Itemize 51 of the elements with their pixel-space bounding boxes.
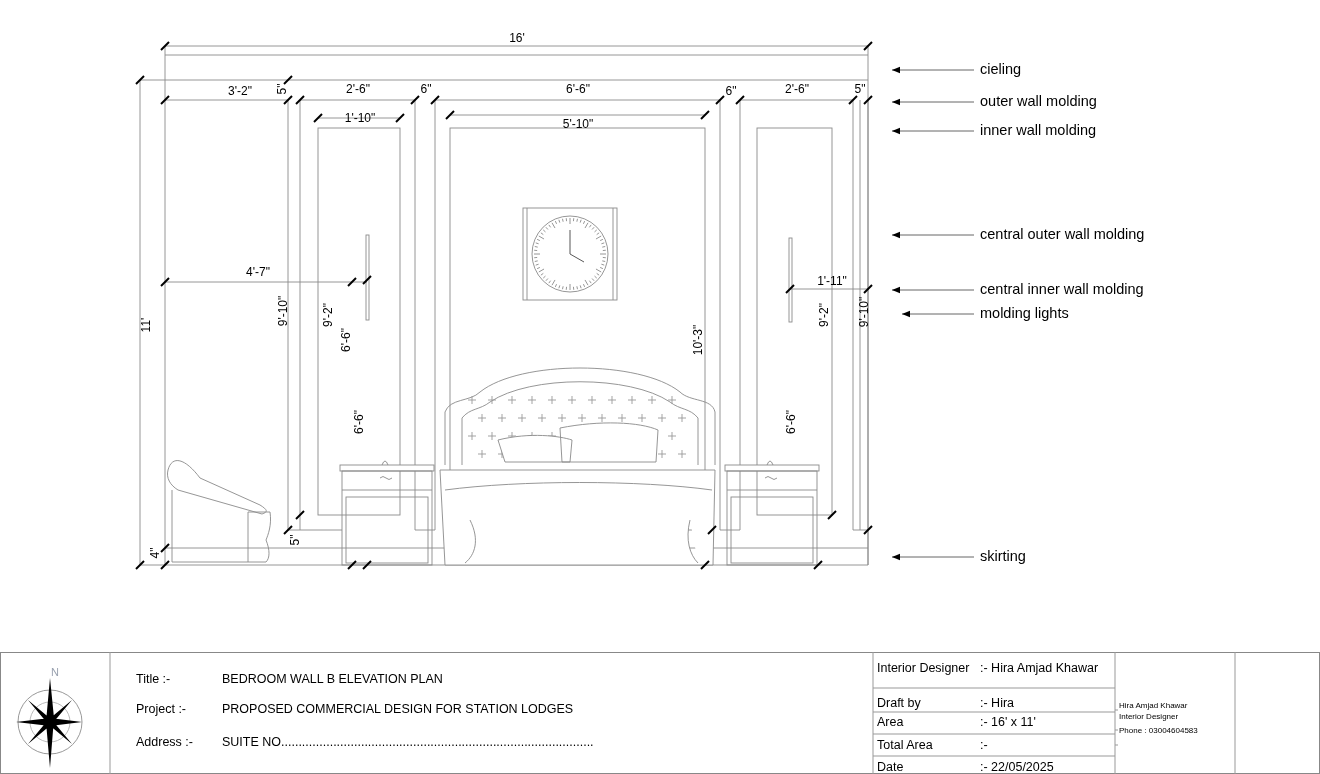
title-block-text: Project :- xyxy=(136,702,186,716)
dimension-text: 6'-6" xyxy=(566,83,590,95)
title-block-text: :- Hira Amjad Khawar xyxy=(980,661,1099,675)
dimension-text: 6'-6" xyxy=(340,328,352,352)
title-block-text: :- xyxy=(980,738,988,752)
title-block-text: Total Area xyxy=(877,738,933,752)
dimension-text: 16' xyxy=(509,32,525,44)
dimension-text: 2'-6" xyxy=(346,83,370,95)
title-block-text: Title :- xyxy=(136,672,171,686)
dimension-text: 9'-2" xyxy=(818,303,830,327)
dimension-text: 11' xyxy=(140,317,152,333)
dimension-text: 5" xyxy=(854,83,866,95)
dimension-text: 6'-6" xyxy=(785,410,797,434)
title-block-text: Date xyxy=(877,760,904,774)
dimension-text: 2'-6" xyxy=(785,83,809,95)
dimension-text: 9'-2" xyxy=(322,303,334,327)
callout-label: cieling xyxy=(980,59,1022,81)
dimension-text: 6" xyxy=(420,83,432,95)
contact-text: Hira Amjad Khawar xyxy=(1119,702,1188,710)
title-block-text: :- 22/05/2025 xyxy=(980,760,1054,774)
title-block-text: :- 16' x 11' xyxy=(980,715,1036,729)
dimension-text: 5" xyxy=(276,83,288,95)
dimension-text: 9'-10" xyxy=(277,295,289,327)
callout-label: central outer wall molding xyxy=(980,224,1145,246)
dimension-text: 6'-6" xyxy=(353,410,365,434)
contact-text: Interior Designer xyxy=(1119,713,1179,721)
dimension-text: 4'-7" xyxy=(246,266,270,278)
title-block-text: :- Hira xyxy=(980,696,1015,710)
dimension-text: 1'-10" xyxy=(344,112,376,124)
dimension-text: 6" xyxy=(725,85,737,97)
dimension-text: 10'-3" xyxy=(692,324,704,356)
callout-label: outer wall molding xyxy=(980,91,1097,113)
title-block-text: PROPOSED COMMERCIAL DESIGN FOR STATION LODGES xyxy=(222,702,574,716)
callout-label: inner wall molding xyxy=(980,120,1097,142)
dimension-text: 1'-11" xyxy=(817,275,847,287)
dimension-text: 5'-10" xyxy=(562,118,594,130)
dimension-text: 4" xyxy=(149,547,161,559)
title-block-text: BEDROOM WALL B ELEVATION PLAN xyxy=(222,672,443,686)
dimension-text: 5" xyxy=(289,534,301,546)
title-block-text: Interior Designer xyxy=(877,661,970,675)
callout-label: central inner wall molding xyxy=(980,279,1144,301)
dimension-text: 3'-2" xyxy=(228,85,252,97)
title-block-text: Area xyxy=(877,715,904,729)
callout-label: skirting xyxy=(980,546,1026,568)
callout-label: molding lights xyxy=(980,303,1069,325)
contact-text: Phone : 03004604583 xyxy=(1119,727,1198,735)
dimension-text: 9'-10" xyxy=(858,296,870,328)
north-label: N xyxy=(51,666,59,678)
title-block-text: SUITE NO.......................................................................................... xyxy=(222,735,594,749)
title-block-text: Draft by xyxy=(877,696,921,710)
title-block-text: Address :- xyxy=(136,735,193,749)
